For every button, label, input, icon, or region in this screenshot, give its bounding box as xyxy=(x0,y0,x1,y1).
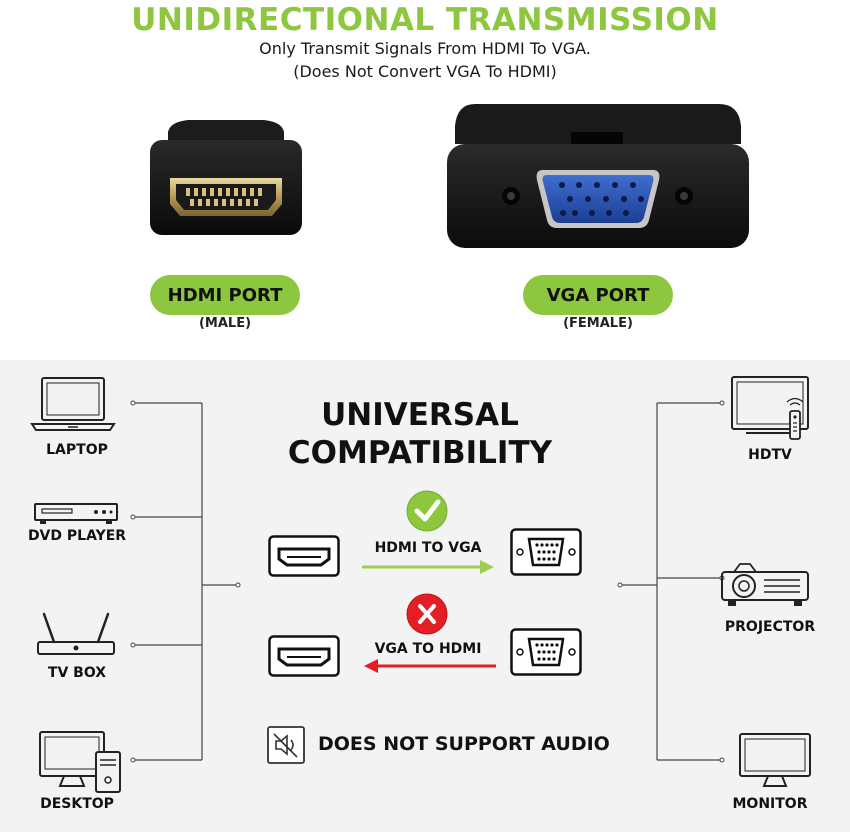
vga-port-icon xyxy=(510,628,582,676)
desktop-icon xyxy=(39,731,121,793)
device-label-projector: PROJECTOR xyxy=(724,619,816,635)
device-label-hdtv: HDTV xyxy=(748,447,792,463)
hdtv-icon xyxy=(731,376,809,440)
device-label-tv-box: TV BOX xyxy=(47,665,107,681)
audio-note: DOES NOT SUPPORT AUDIO xyxy=(318,733,610,755)
audio-muted-icon xyxy=(267,726,305,764)
tv-box-icon xyxy=(37,612,115,655)
hdmi-port-icon xyxy=(268,535,340,577)
device-label-desktop: DESKTOP xyxy=(40,796,114,812)
subtitle-line-2: (Does Not Convert VGA To HDMI) xyxy=(293,62,557,81)
hdmi-port-sub: (MALE) xyxy=(198,316,252,331)
hdmi-port-pill: HDMI PORT xyxy=(150,275,300,315)
cross-icon xyxy=(406,593,448,635)
projector-icon xyxy=(721,563,809,606)
arrow-left-red xyxy=(364,659,496,673)
laptop-icon xyxy=(30,377,116,431)
subtitle-line-1: Only Transmit Signals From HDMI To VGA. xyxy=(259,39,591,58)
compatibility-title-line-2: COMPATIBILITY xyxy=(287,435,553,471)
monitor-icon xyxy=(739,733,811,787)
device-label-laptop: LAPTOP xyxy=(46,442,108,458)
arrow-right-green xyxy=(362,560,494,574)
main-title: UNIDIRECTIONAL TRANSMISSION xyxy=(131,2,719,38)
dvd-player-icon xyxy=(34,503,118,524)
hdmi-connector-image xyxy=(150,120,302,235)
vga-port-sub: (FEMALE) xyxy=(563,316,633,331)
supported-direction-label: HDMI TO VGA xyxy=(374,540,482,556)
device-label-dvd-player: DVD PLAYER xyxy=(27,528,127,544)
vga-port-icon xyxy=(510,528,582,576)
device-label-monitor: MONITOR xyxy=(732,796,808,812)
vga-adapter-image xyxy=(447,104,749,248)
compatibility-title-line-1: UNIVERSAL xyxy=(321,397,519,433)
top-section: UNIDIRECTIONAL TRANSMISSION Only Transmi… xyxy=(0,0,850,360)
hdmi-port-icon xyxy=(268,635,340,677)
vga-port-pill: VGA PORT xyxy=(523,275,673,315)
unsupported-direction-label: VGA TO HDMI xyxy=(374,641,482,657)
check-icon xyxy=(406,490,448,532)
